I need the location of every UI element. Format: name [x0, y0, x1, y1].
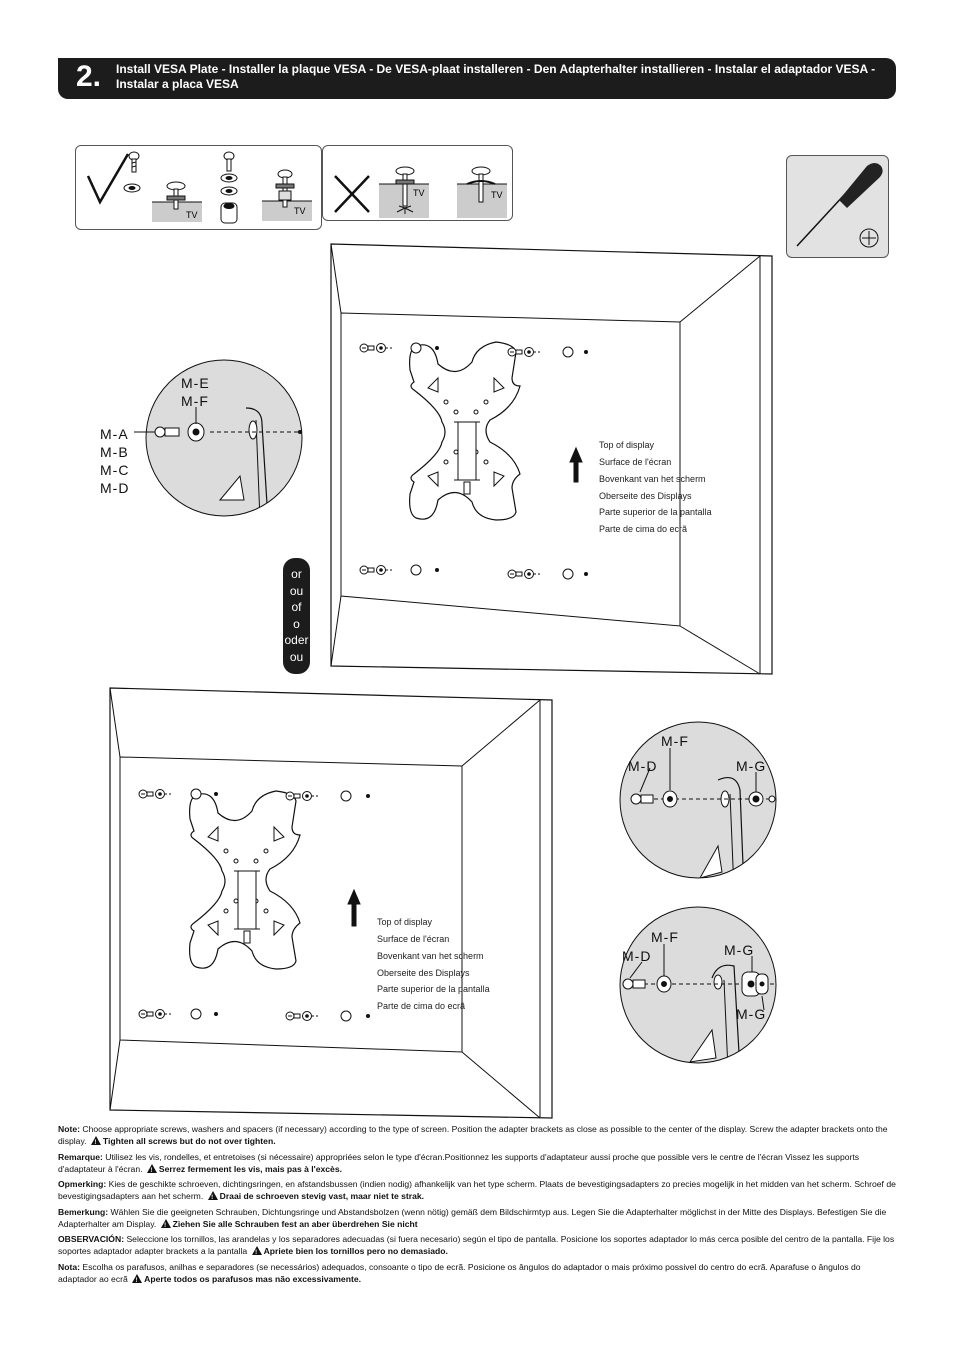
label-m-g: M-G — [736, 1006, 767, 1022]
incorrect-usage-diagram: TV TV — [334, 166, 507, 218]
label-m-f: M-F — [181, 393, 209, 409]
top-of-display-labels-top: Top of display Surface de l'écran Bovenk… — [599, 440, 712, 534]
cross-mark-icon — [334, 175, 370, 213]
up-arrow-icon — [569, 446, 583, 483]
label-m-c: M-C — [100, 462, 130, 478]
top-of-display-label: Top of display — [599, 440, 655, 450]
step-title: Install VESA Plate - Installer la plaque… — [116, 62, 876, 91]
or-word: of — [291, 600, 302, 615]
label-m-g: M-G — [724, 942, 755, 958]
top-of-display-labels-bottom: Top of display Surface de l'écran Bovenk… — [377, 917, 490, 1011]
step-number: 2. — [76, 60, 102, 93]
phillips-screwdriver-icon — [796, 163, 883, 248]
top-of-display-label: Parte superior de la pantalla — [377, 984, 490, 994]
top-of-display-label: Parte de cima do ecrã — [599, 524, 687, 534]
top-of-display-label: Parte de cima do ecrã — [377, 1001, 465, 1011]
top-of-display-label: Bovenkant van het scherm — [377, 951, 484, 961]
top-of-display-label: Oberseite des Displays — [377, 968, 470, 978]
detail-circle-top — [145, 359, 303, 517]
detail-circle-middle — [619, 721, 777, 879]
tv-label: TV — [413, 188, 425, 198]
warning-icon — [207, 1191, 218, 1204]
label-m-a: M-A — [100, 426, 129, 442]
top-of-display-label: Bovenkant van het scherm — [599, 474, 706, 484]
label-m-g: M-G — [736, 758, 767, 774]
screw-icon — [123, 151, 141, 193]
top-of-display-label: Top of display — [377, 917, 433, 927]
warning-icon — [160, 1218, 171, 1232]
correct-usage-diagram: TV TV — [86, 151, 312, 224]
label-m-d: M-D — [100, 480, 130, 496]
note-de: Bemerkung: Wählen Sie die geeigneten Sch… — [58, 1206, 898, 1232]
correct-usage-box: TV TV — [75, 145, 322, 230]
label-m-e: M-E — [181, 375, 210, 391]
or-word: or — [291, 567, 302, 581]
up-arrow-icon — [347, 888, 361, 927]
or-badge: or ou of o oder ou — [283, 558, 310, 674]
note-pt: Nota: Escolha os parafusos, anilhas e se… — [58, 1261, 898, 1287]
warning-icon — [251, 1246, 262, 1259]
label-m-f: M-F — [661, 733, 689, 749]
label-m-b: M-B — [100, 444, 129, 460]
or-word: ou — [289, 583, 304, 598]
check-mark-icon — [86, 153, 130, 205]
detail-circle-bottom — [619, 906, 777, 1064]
label-m-d: M-D — [628, 758, 658, 774]
tool-box — [786, 155, 889, 258]
tv-label: TV — [294, 206, 306, 216]
note-fr: Remarque: Utilisez les vis, rondelles, e… — [58, 1151, 898, 1177]
note-en: Note: Choose appropriate screws, washers… — [58, 1123, 898, 1149]
tv-label: TV — [186, 210, 198, 220]
or-word: oder — [284, 633, 309, 648]
or-word: o — [293, 616, 300, 631]
or-word: ou — [289, 649, 304, 664]
warning-icon — [132, 1273, 143, 1287]
label-m-f: M-F — [651, 929, 679, 945]
top-of-display-label: Surface de l'écran — [377, 934, 449, 944]
warning-icon — [146, 1163, 157, 1177]
tv-frame-bottom — [109, 687, 553, 1119]
notes-section: Note: Choose appropriate screws, washers… — [58, 1123, 898, 1288]
incorrect-usage-box: TV TV — [322, 145, 513, 221]
top-of-display-label: Oberseite des Displays — [599, 491, 692, 501]
callout-leaders — [134, 407, 765, 1011]
tv-label: TV — [491, 190, 503, 200]
top-of-display-label: Surface de l'écran — [599, 457, 671, 467]
label-m-d: M-D — [622, 948, 652, 964]
note-es: OBSERVACIÓN: Seleccione los tornillos, l… — [58, 1233, 898, 1259]
warning-icon — [90, 1136, 101, 1149]
step-header: 2. Install VESA Plate - Installer la pla… — [58, 58, 896, 99]
top-of-display-label: Parte superior de la pantalla — [599, 507, 712, 517]
note-nl: Opmerking: Kies de geschikte schroeven, … — [58, 1178, 898, 1204]
tv-frame-top — [330, 243, 773, 675]
